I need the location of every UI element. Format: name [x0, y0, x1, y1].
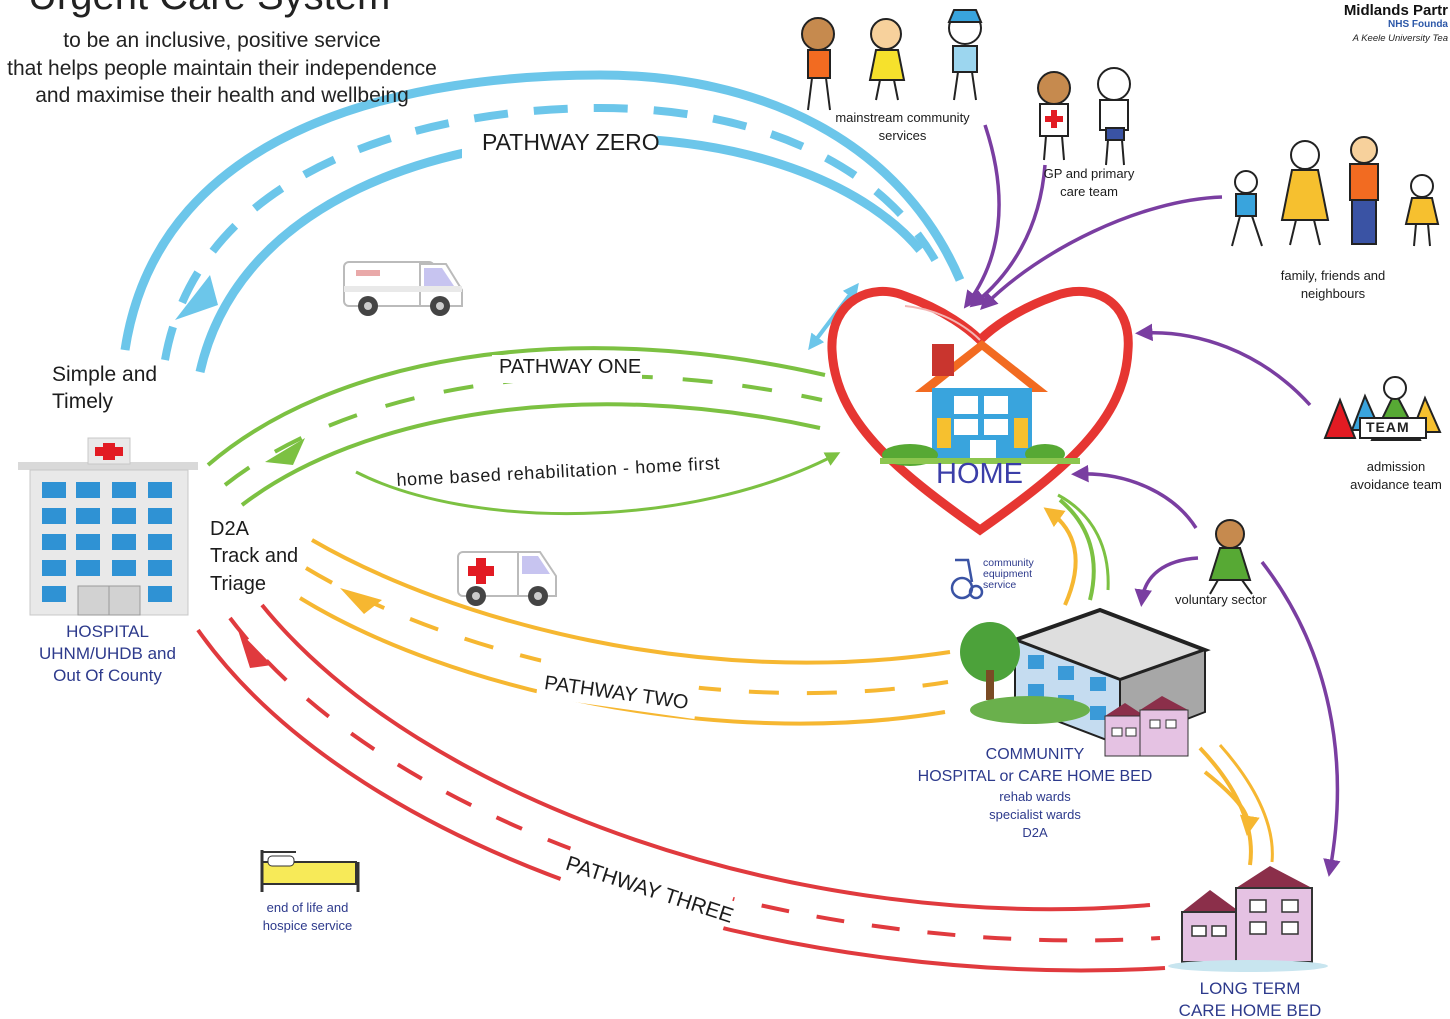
- hospital-label-line3: Out Of County: [53, 666, 162, 685]
- org-subtitle: NHS Founda: [1388, 19, 1448, 30]
- org-tagline: A Keele University Tea: [1352, 33, 1448, 44]
- community-hospital-line1: COMMUNITY: [985, 746, 1085, 763]
- pathway-zero-road: [120, 70, 965, 373]
- hospital-label-line2: UHNM/UHDB and: [39, 644, 176, 663]
- equipment-line1: community: [983, 557, 1034, 569]
- subtitle-line-2: that helps people maintain their indepen…: [7, 56, 437, 80]
- route-d2a-line1: D2A: [210, 518, 249, 540]
- pathway-one-arrow-icon: [265, 438, 305, 465]
- admission-team-figures-icon: [1323, 376, 1442, 441]
- team-badge: TEAM: [1366, 419, 1410, 435]
- gp-team-line2: care team: [1060, 184, 1118, 199]
- hospice-line2: hospice service: [262, 918, 353, 933]
- route-d2a-line2: Track and: [210, 545, 299, 567]
- org-name: Midlands Partr: [1343, 2, 1448, 19]
- pathway-two-road: [298, 493, 1274, 866]
- equipment-line3: service: [983, 579, 1017, 591]
- subtitle-line-3: and maximise their health and wellbeing: [35, 84, 409, 107]
- ambulance-icon: [343, 261, 463, 316]
- children-figures-icon: [801, 9, 983, 111]
- wheelchair-icon: [950, 558, 984, 600]
- ambulance-icon: [457, 551, 557, 606]
- gp-team-line1: GP and primary: [1043, 166, 1135, 181]
- hospice-line1: end of life and: [266, 900, 349, 915]
- family-figures-icon: [1231, 136, 1440, 247]
- home-label: HOME: [936, 458, 1023, 490]
- long-term-care-line2: CARE HOME BED: [1178, 1001, 1322, 1019]
- hospital-label-line1: HOSPITAL: [66, 622, 149, 641]
- community-hospital-building-icon: [960, 607, 1211, 757]
- pathway-zero-arrow-icon: [175, 275, 218, 320]
- route-d2a-line3: Triage: [210, 573, 266, 595]
- equipment-line2: equipment: [983, 568, 1033, 580]
- gp-team-figures-icon: [1037, 67, 1131, 166]
- volunteer-figure-icon: [1208, 519, 1253, 595]
- pathway-one-road: [206, 346, 841, 516]
- home-return-double-arrow-icon: [808, 282, 859, 351]
- family-line1: family, friends and: [1280, 268, 1386, 283]
- family-line2: neighbours: [1300, 286, 1366, 301]
- pathway-two-arrow-icon: [340, 588, 382, 614]
- page-title: Urgent Care System: [28, 0, 390, 19]
- mainstream-services-line2: services: [878, 128, 927, 143]
- pathway-one-label: PATHWAY ONE: [499, 356, 642, 378]
- subtitle-line-1: to be an inclusive, positive service: [63, 29, 381, 52]
- pathway-zero-label: PATHWAY ZERO: [482, 129, 660, 155]
- pathway-three-arrow-icon: [238, 630, 272, 668]
- voluntary-sector-label: voluntary sector: [1175, 592, 1267, 607]
- care-home-building-icon: [1168, 866, 1328, 972]
- hospice-bed-icon: [260, 850, 360, 892]
- route-simple-line1: Simple and: [52, 363, 158, 386]
- community-hospital-line2: HOSPITAL or CARE HOME BED: [917, 768, 1153, 785]
- community-hospital-line3: rehab wards: [999, 789, 1071, 804]
- mainstream-services-line1: mainstream community: [835, 110, 970, 125]
- community-hospital-line5: D2A: [1022, 825, 1048, 840]
- support-arrows: [963, 124, 1341, 877]
- community-hospital-line4: specialist wards: [989, 807, 1081, 822]
- long-term-care-line1: LONG TERM: [1199, 979, 1301, 998]
- home-house-icon: [880, 340, 1080, 466]
- route-simple-line2: Timely: [52, 390, 114, 413]
- admission-team-line2: avoidance team: [1350, 477, 1442, 492]
- admission-team-line1: admission: [1366, 459, 1426, 474]
- pathway-three-road: [196, 603, 1166, 973]
- hospital-building-icon: [18, 437, 198, 616]
